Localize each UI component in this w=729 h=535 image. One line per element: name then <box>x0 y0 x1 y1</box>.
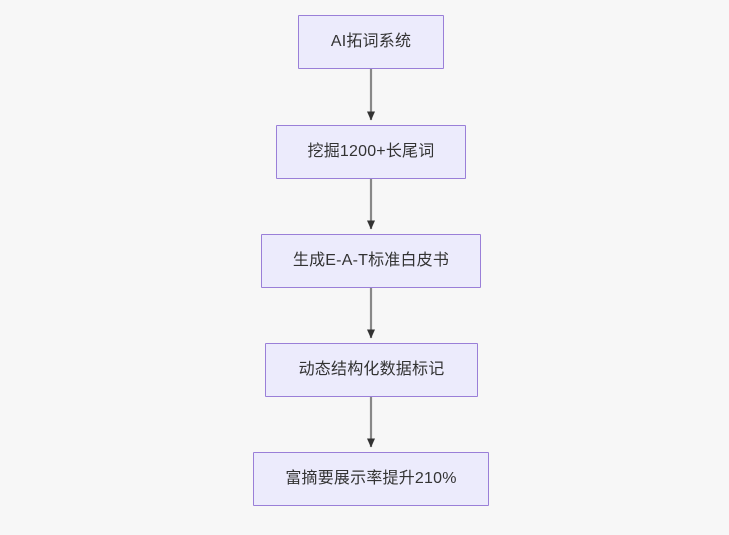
flowchart-node-mine-longtail-keywords[interactable]: 挖掘1200+长尾词 <box>276 125 466 179</box>
flowchart-node-label: 富摘要展示率提升210% <box>285 470 457 488</box>
flowchart-node-label: AI拓词系统 <box>330 33 412 51</box>
flowchart-node-label: 挖掘1200+长尾词 <box>307 143 435 161</box>
flowchart-node-label: 生成E-A-T标准白皮书 <box>292 252 450 270</box>
flowchart-node-dynamic-structured-data-markup[interactable]: 动态结构化数据标记 <box>265 343 478 397</box>
flowchart-node-ai-keyword-system[interactable]: AI拓词系统 <box>298 15 444 69</box>
flowchart-node-label: 动态结构化数据标记 <box>298 361 445 379</box>
flowchart-node-rich-snippet-rate-increase[interactable]: 富摘要展示率提升210% <box>253 452 489 506</box>
flowchart-node-generate-eat-whitepaper[interactable]: 生成E-A-T标准白皮书 <box>261 234 481 288</box>
